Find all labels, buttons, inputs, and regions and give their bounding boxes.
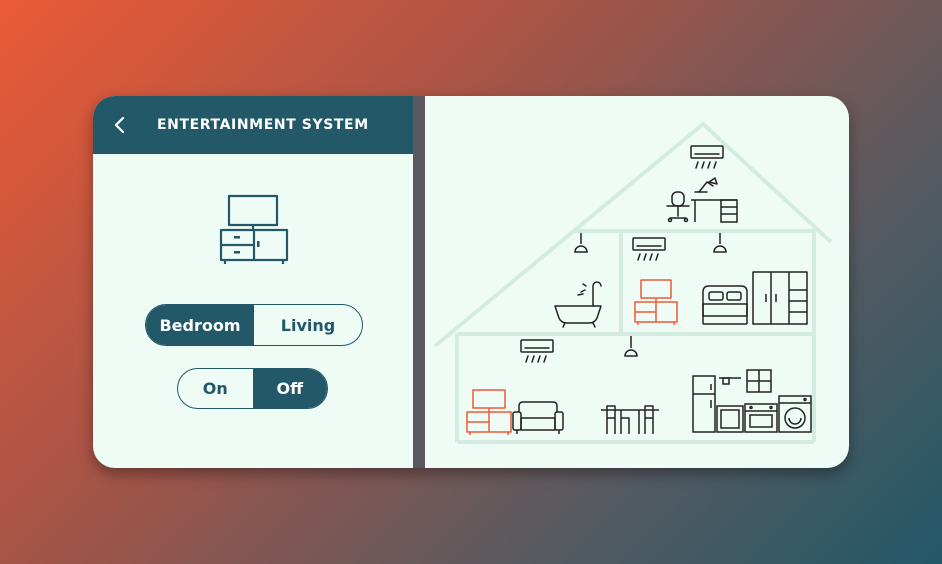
wardrobe-icon — [752, 271, 808, 325]
smart-home-card: ENTERTAINMENT SYSTEM Bedroom Living — [93, 96, 849, 468]
tv-cabinet-icon — [219, 194, 289, 264]
sofa-icon — [512, 401, 564, 434]
power-toggle: On Off — [177, 368, 328, 409]
house-floorplan — [433, 122, 833, 444]
room-option-bedroom[interactable]: Bedroom — [146, 305, 254, 345]
desk-lamp-icon — [694, 177, 718, 193]
living-tv-icon[interactable] — [466, 389, 512, 435]
room-toggle: Bedroom Living — [145, 304, 363, 346]
bedroom-tv-icon[interactable] — [634, 279, 678, 325]
ac-icon[interactable] — [690, 145, 724, 169]
washing-machine-icon — [778, 395, 812, 433]
office-chair-icon — [666, 191, 690, 223]
dining-table-icon — [601, 405, 659, 434]
house-map-panel — [425, 96, 849, 468]
bed-icon — [702, 285, 748, 325]
bathtub-icon — [554, 281, 602, 328]
ceiling-lamp-icon[interactable] — [624, 336, 638, 357]
panel-divider — [413, 96, 425, 468]
page-title: ENTERTAINMENT SYSTEM — [157, 117, 369, 133]
shelf-icon — [719, 377, 741, 385]
house-roof — [433, 122, 833, 348]
power-option-on[interactable]: On — [202, 379, 228, 398]
fridge-icon — [692, 375, 716, 433]
chevron-left-icon — [114, 116, 125, 134]
stove-icon — [744, 403, 778, 433]
device-control-panel: ENTERTAINMENT SYSTEM Bedroom Living — [93, 96, 413, 468]
desk-icon — [691, 199, 738, 223]
panel-header: ENTERTAINMENT SYSTEM — [93, 96, 413, 154]
back-button[interactable] — [105, 110, 135, 140]
power-option-off[interactable]: Off — [252, 369, 327, 408]
ceiling-lamp-icon[interactable] — [713, 233, 727, 253]
window-icon — [746, 369, 772, 393]
ceiling-lamp-icon[interactable] — [574, 233, 588, 253]
ac-icon[interactable] — [632, 237, 666, 261]
ac-icon[interactable] — [520, 339, 554, 363]
room-option-living[interactable]: Living — [280, 315, 336, 335]
kitchen-cabinet-icon — [716, 405, 744, 433]
